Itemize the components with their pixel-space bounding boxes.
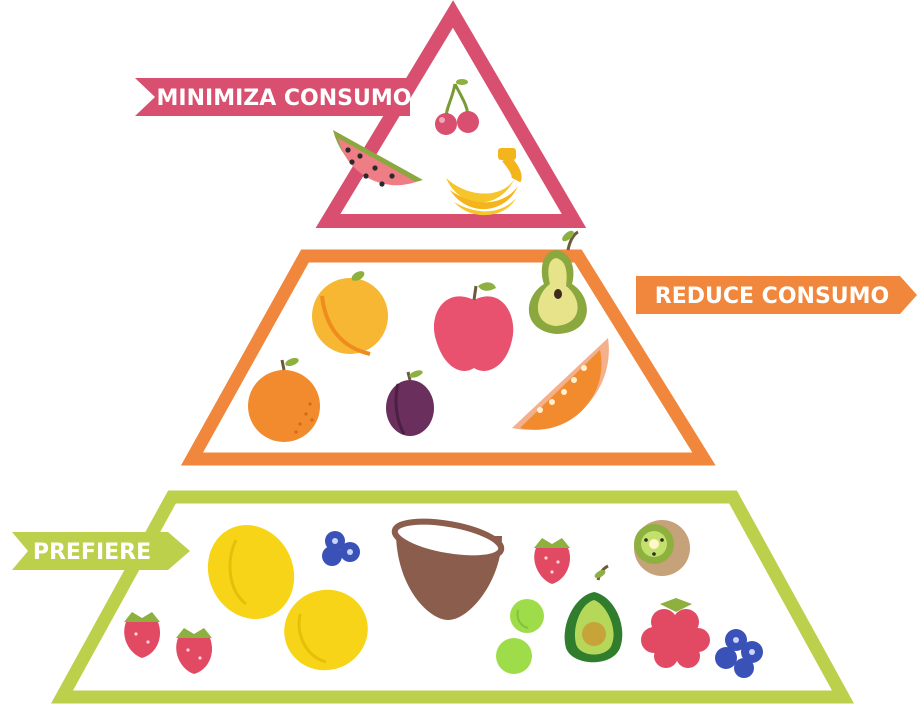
coconut-icon <box>392 515 504 620</box>
kiwi-icon <box>634 520 690 576</box>
blueberries-icon <box>322 531 360 566</box>
raspberry-icon <box>641 598 710 668</box>
cherries-icon <box>435 79 479 135</box>
strawberry-icon <box>534 538 570 584</box>
tier-reduce: REDUCE CONSUMO <box>192 229 917 459</box>
tier-minimiza-label: MINIMIZA CONSUMO <box>157 86 412 111</box>
tier-prefiere: PREFIERE <box>12 497 843 697</box>
cantaloupe-icon <box>512 338 609 430</box>
tier-prefiere-banner: PREFIERE <box>12 532 190 570</box>
orange-icon <box>248 356 320 442</box>
blueberries-bottom-icon <box>715 629 763 678</box>
apple-icon <box>434 282 513 371</box>
tier-minimiza: MINIMIZA CONSUMO <box>135 14 574 221</box>
tier-reduce-banner: REDUCE CONSUMO <box>636 276 917 314</box>
peach-icon <box>312 269 388 354</box>
tier-minimiza-banner: MINIMIZA CONSUMO <box>135 78 411 116</box>
avocado-icon <box>565 566 623 662</box>
pear-icon <box>529 229 587 334</box>
plum-icon <box>386 369 434 436</box>
strawberries-icon <box>124 612 212 674</box>
bananas-icon <box>446 148 518 215</box>
lime-icon <box>496 599 544 674</box>
tier-reduce-label: REDUCE CONSUMO <box>655 284 890 309</box>
tier-prefiere-label: PREFIERE <box>33 540 151 565</box>
